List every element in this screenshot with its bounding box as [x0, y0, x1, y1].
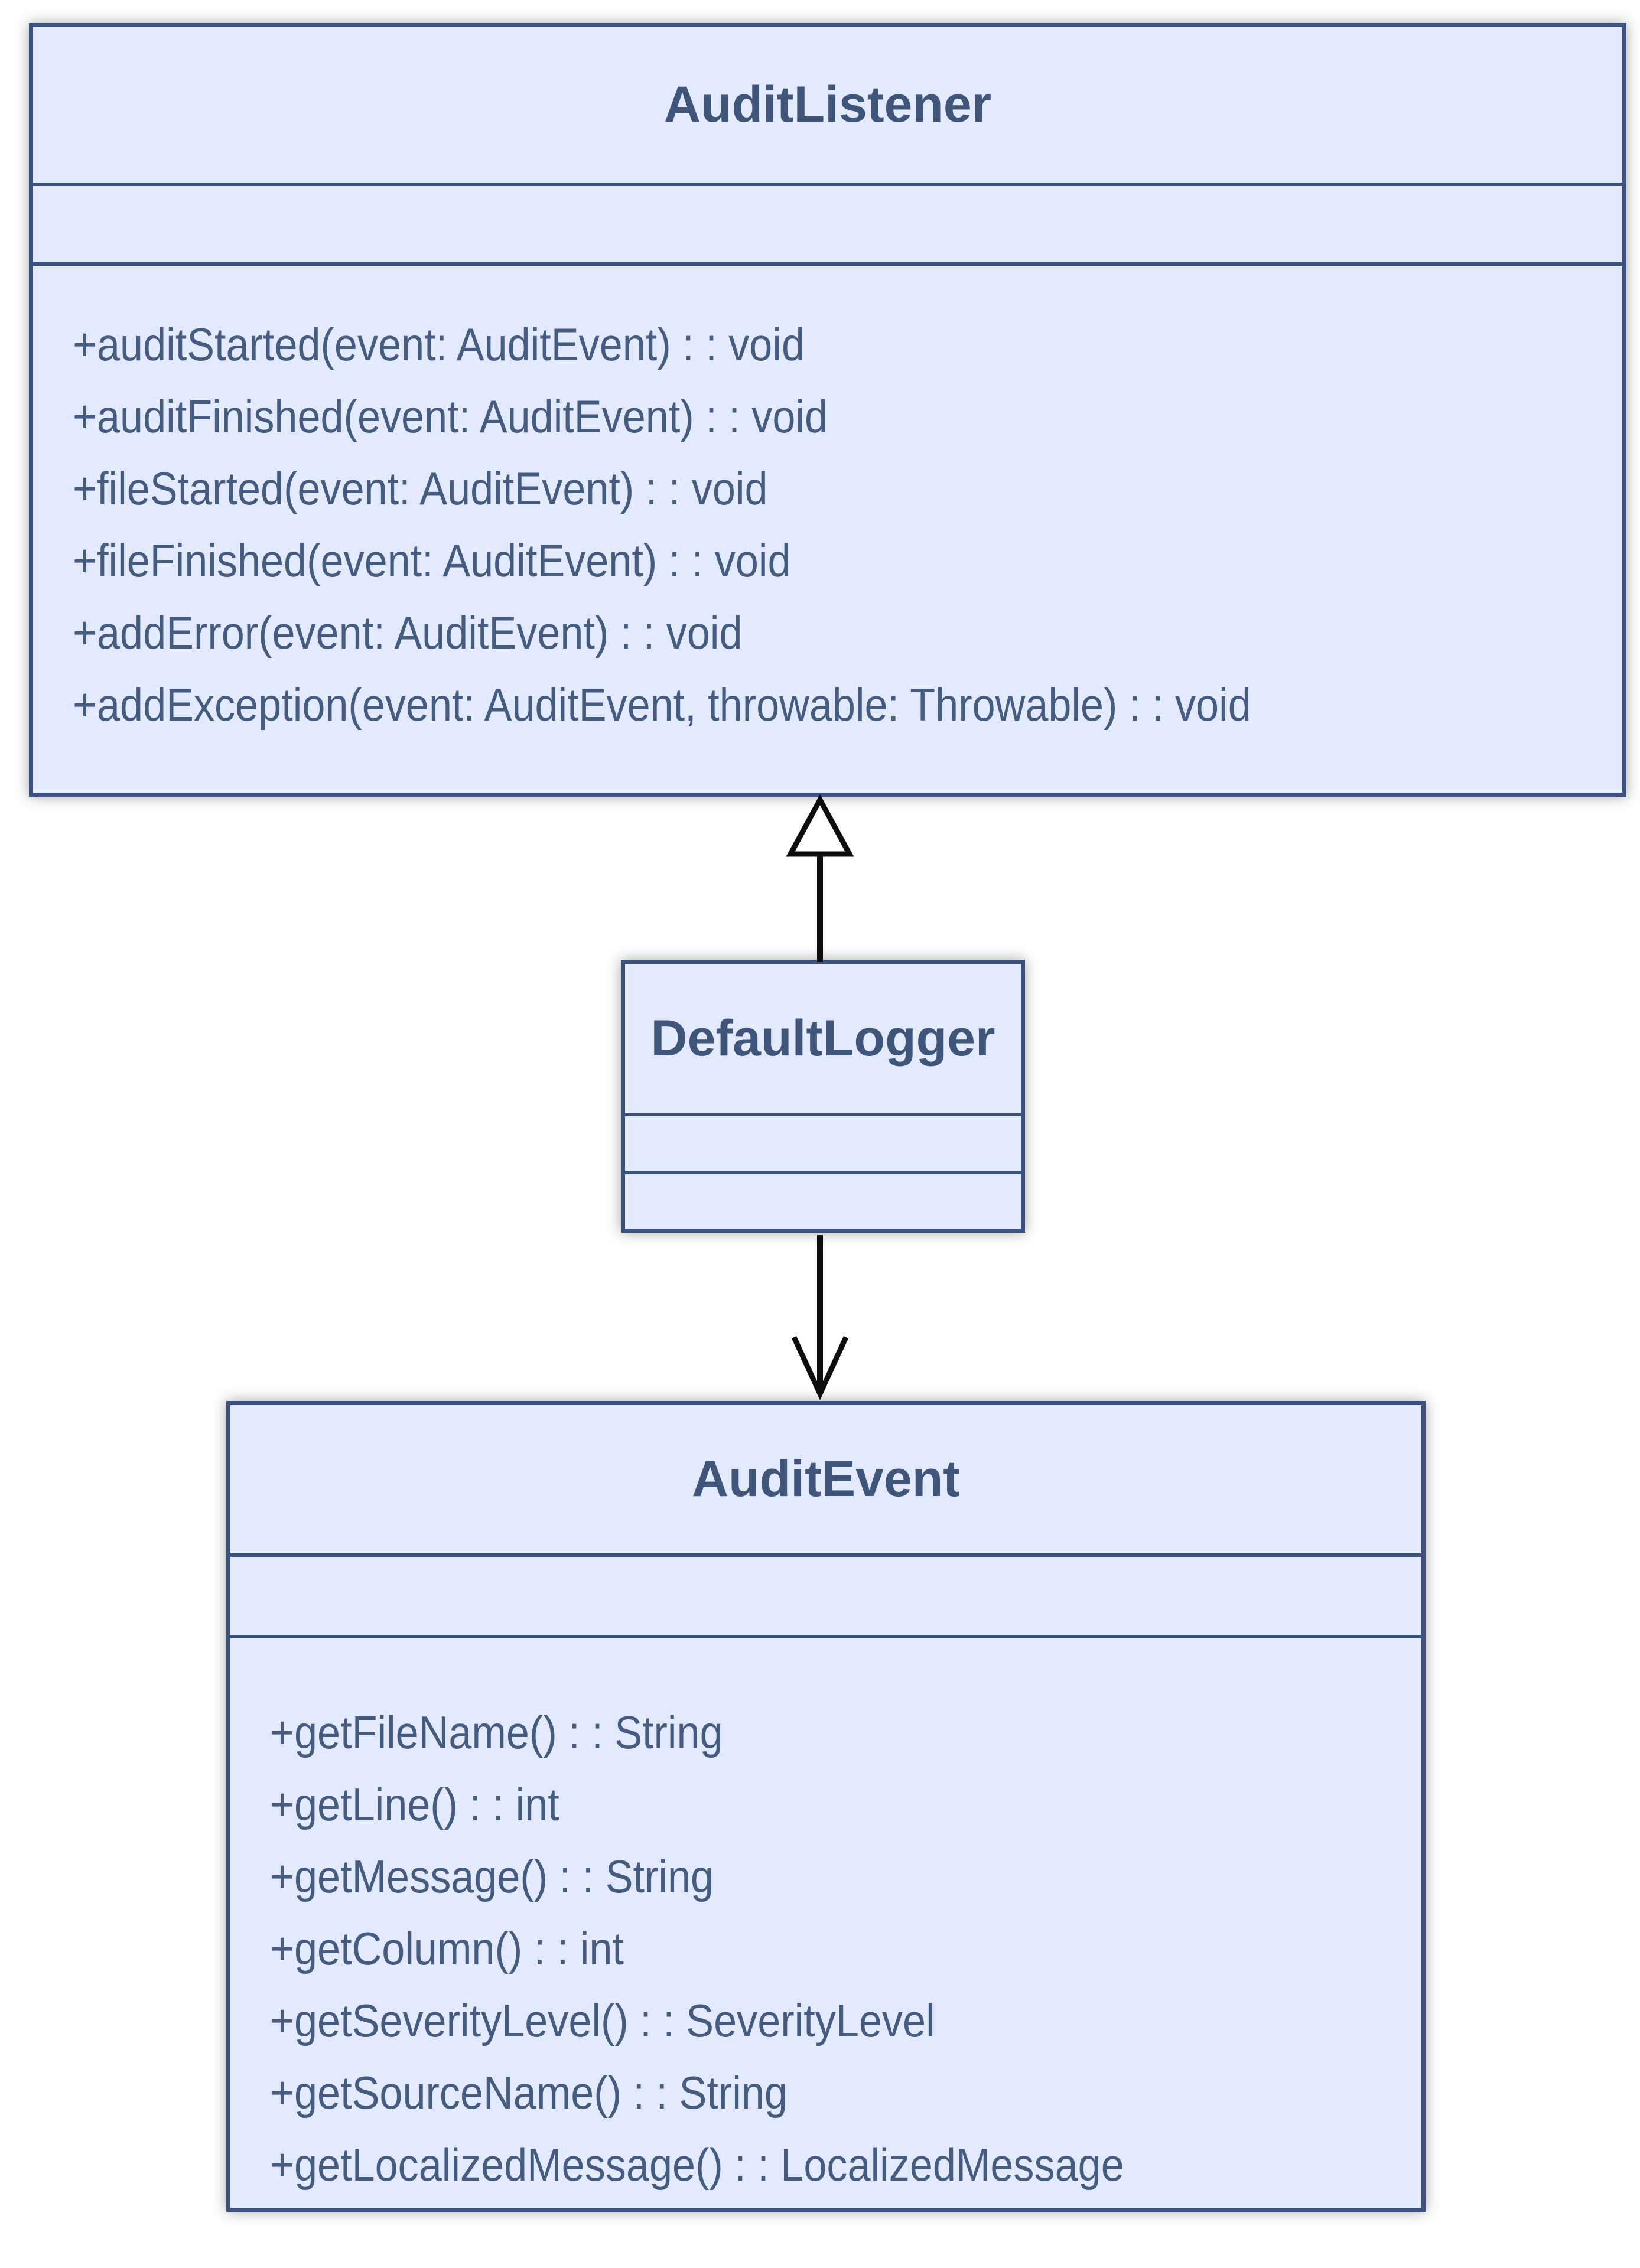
class-box-auditlistener: AuditListener +auditStarted(event: Audit… — [29, 23, 1626, 797]
method-item: +auditFinished(event: AuditEvent) : : vo… — [73, 390, 828, 442]
method-item: +addException(event: AuditEvent, throwab… — [73, 679, 1251, 731]
attributes-compartment — [625, 1113, 1021, 1171]
method-item: +addError(event: AuditEvent) : : void — [73, 607, 743, 659]
attributes-compartment — [230, 1553, 1421, 1635]
methods-compartment: +getFileName() : : String +getLine() : :… — [230, 1635, 1421, 2208]
method-item: +getFileName() : : String — [270, 1706, 723, 1758]
method-item: +getMessage() : : String — [270, 1850, 714, 1902]
class-name-label: AuditListener — [663, 76, 992, 133]
class-box-defaultlogger: DefaultLogger — [621, 960, 1025, 1233]
method-item: +fileFinished(event: AuditEvent) : : voi… — [73, 535, 791, 586]
method-item: +getColumn() : : int — [270, 1922, 624, 1974]
class-name-label: DefaultLogger — [650, 1010, 995, 1067]
class-title-defaultlogger: DefaultLogger — [625, 964, 1021, 1113]
method-item: +fileStarted(event: AuditEvent) : : void — [73, 462, 768, 514]
open-arrowhead-icon — [791, 1336, 849, 1400]
method-item: +getLocalizedMessage() : : LocalizedMess… — [270, 2139, 1124, 2191]
method-item: +getSourceName() : : String — [270, 2067, 788, 2119]
realization-arrow — [786, 794, 854, 962]
method-item: +getSeverityLevel() : : SeverityLevel — [270, 1995, 935, 2047]
method-item: +auditStarted(event: AuditEvent) : : voi… — [73, 318, 805, 370]
hollow-triangle-arrowhead-icon — [786, 794, 854, 857]
class-title-auditlistener: AuditListener — [33, 27, 1622, 183]
methods-compartment: +auditStarted(event: AuditEvent) : : voi… — [33, 262, 1622, 793]
attributes-compartment — [33, 183, 1622, 262]
class-title-auditevent: AuditEvent — [230, 1405, 1421, 1553]
method-item: +getLine() : : int — [270, 1778, 559, 1830]
class-name-label: AuditEvent — [692, 1451, 960, 1507]
methods-compartment — [625, 1171, 1021, 1228]
class-box-auditevent: AuditEvent +getFileName() : : String +ge… — [226, 1401, 1426, 2212]
association-arrow — [791, 1235, 849, 1400]
